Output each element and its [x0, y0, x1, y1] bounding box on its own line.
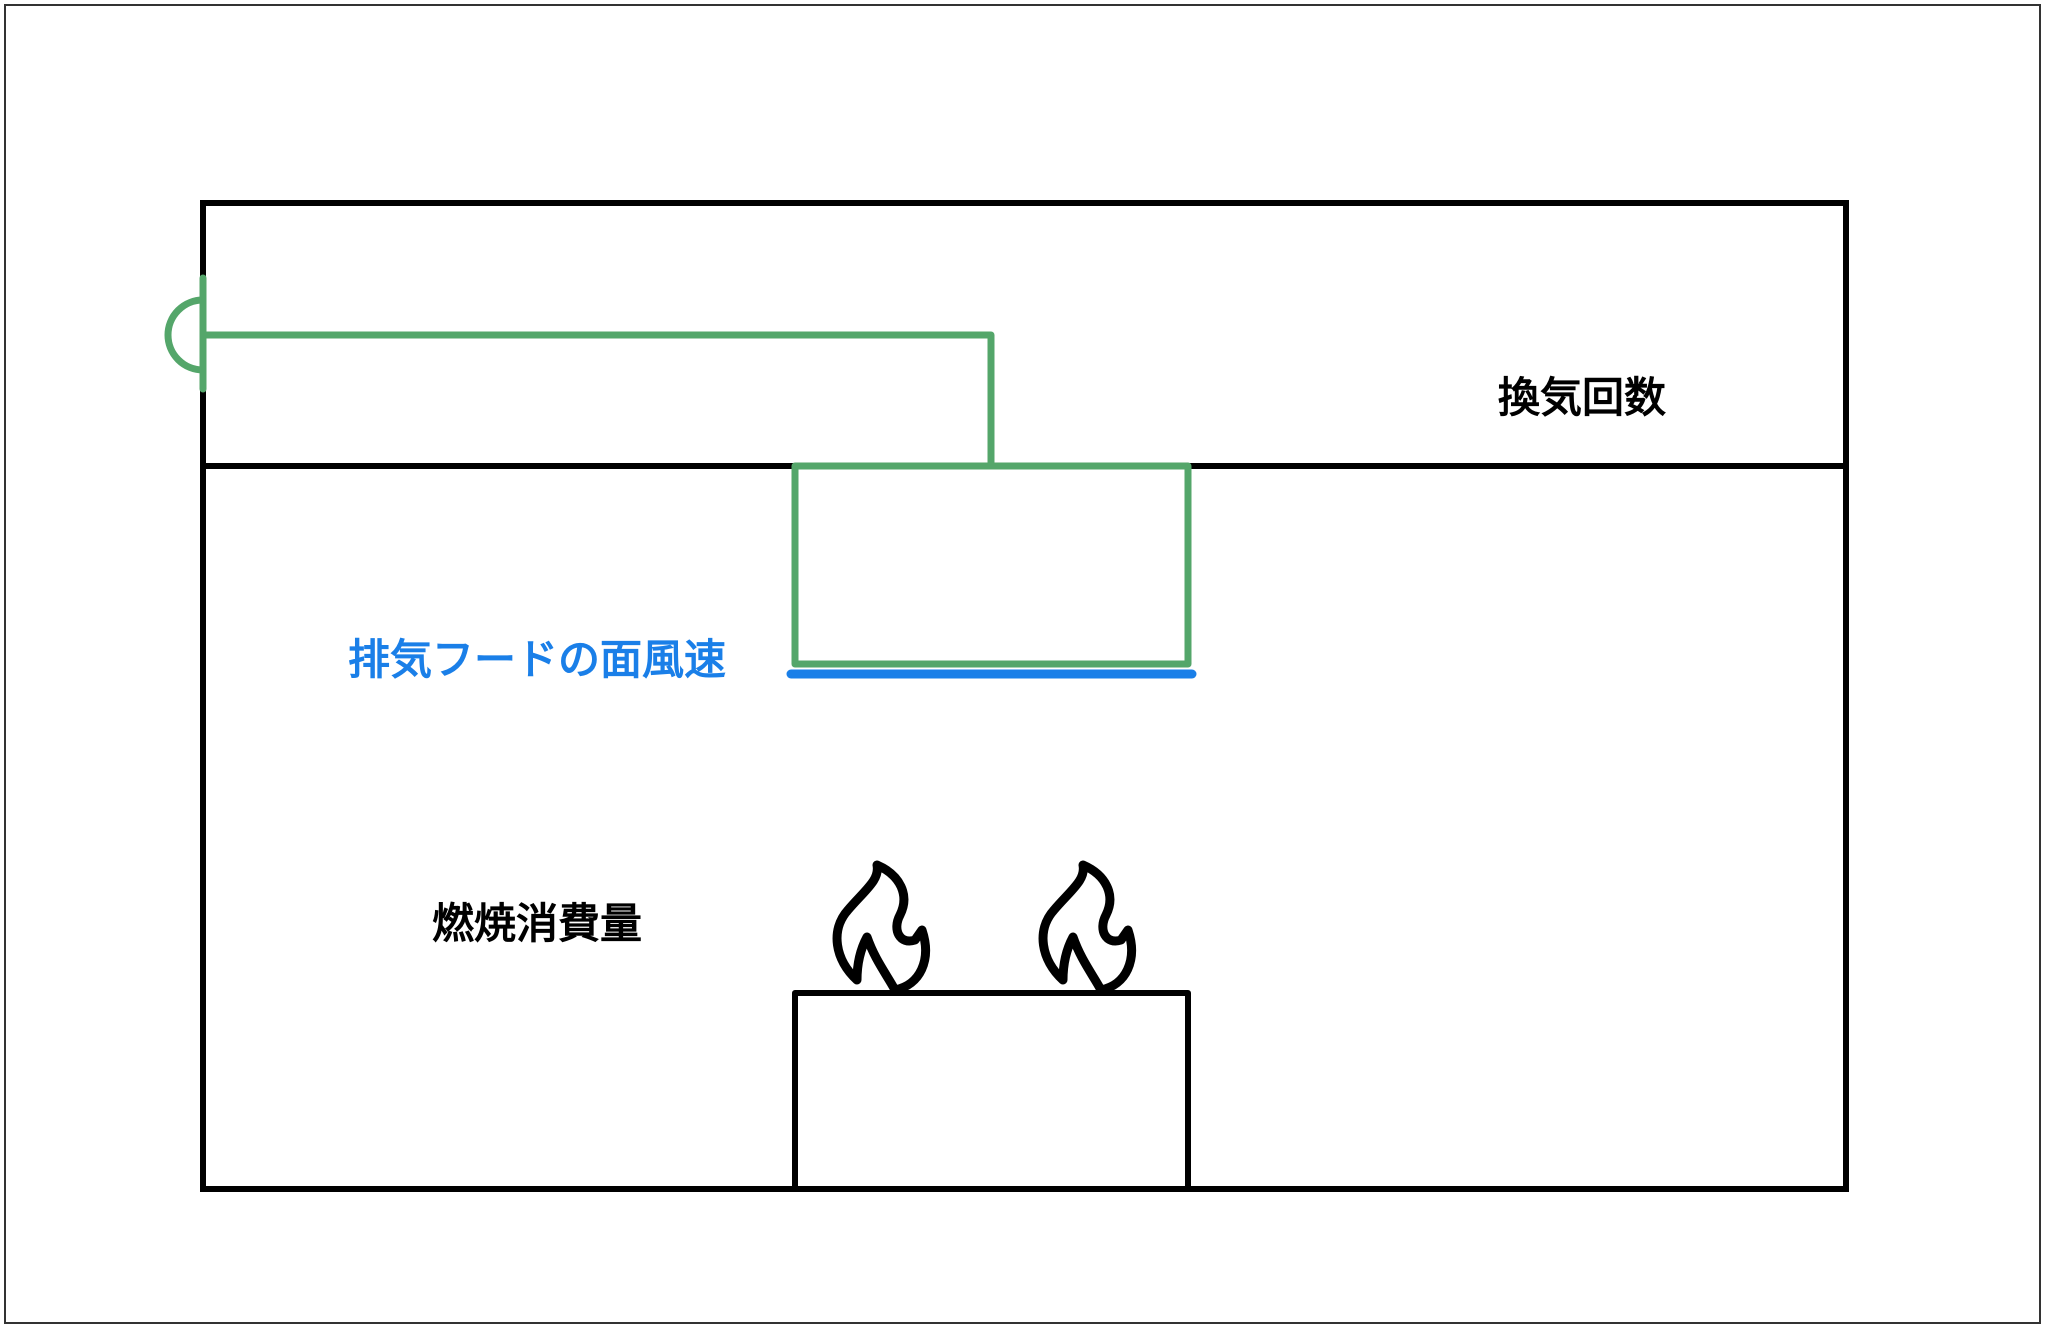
flame-icon — [1038, 860, 1136, 995]
combustion-consumption-label: 燃焼消費量 — [432, 899, 642, 948]
burner-box — [792, 990, 1191, 1192]
burner — [792, 860, 1191, 1192]
exhaust-hood — [791, 462, 1192, 668]
outlet-hood-icon — [164, 296, 207, 374]
exhaust-system — [164, 274, 1192, 668]
exhaust-duct — [199, 331, 995, 470]
hood-face-velocity-label: 排気フードの面風速 — [348, 635, 726, 684]
air-changes-label: 換気回数 — [1498, 373, 1666, 422]
flame-icon — [832, 860, 930, 995]
